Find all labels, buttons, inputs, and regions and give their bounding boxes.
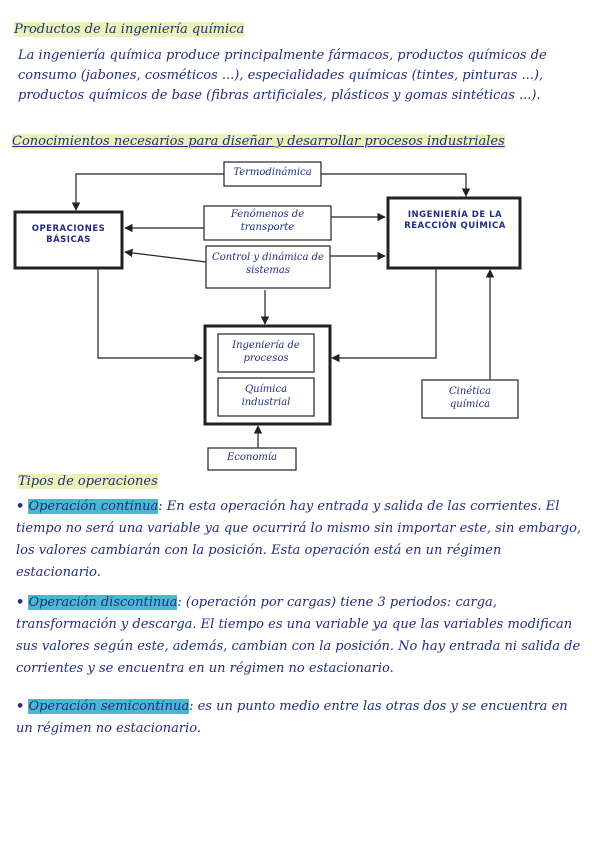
operation-item-continua: • Operación continua: En esta operación … [16, 496, 582, 584]
section-body-productos: La ingeniería química produce principalm… [18, 48, 547, 104]
bullet-icon: • [16, 595, 25, 610]
section-title-tipos: Tipos de operaciones [18, 474, 158, 489]
operation-item-semicontinua: • Operación semicontinua: es un punto me… [16, 696, 582, 740]
arrow-reaccion-to-procesos [331, 268, 437, 363]
text-continua: : En esta operación hay entrada y salida… [16, 499, 582, 581]
term-continua: Operación continua [28, 499, 159, 514]
bullet-icon: • [16, 699, 25, 714]
box-ingenieria-reaccion [386, 196, 522, 270]
arrow-operaciones-to-procesos [97, 268, 203, 363]
label-termodinamica: Termodinámica [233, 167, 312, 178]
label-control-dinamica: Control y dinámica de sistemas [212, 252, 324, 276]
label-economia: Economía [226, 452, 278, 463]
bullet-icon: • [16, 499, 25, 514]
label-quimica-industrial: Química industrial [241, 384, 291, 408]
section-title-conocimientos-text: Conocimientos necesarios para diseñar y … [12, 134, 505, 149]
text-semicontinua: : es un punto medio entre las otras dos … [16, 699, 568, 737]
label-operaciones-basicas: OPERACIONES BÁSICAS [31, 224, 106, 245]
section-title-conocimientos: Conocimientos necesarios para diseñar y … [12, 134, 505, 149]
label-fenomenos-transporte: Fenómenos de transporte [230, 209, 305, 233]
section-title-tipos-text: Tipos de operaciones [18, 474, 158, 489]
arrow-termo-to-operaciones [71, 173, 224, 211]
section-title-productos-text: Productos de la ingeniería química [14, 22, 245, 37]
text-discontinua: : (operación por cargas) tiene 3 periodo… [16, 595, 581, 677]
label-cinetica-quimica: Cinética química [449, 386, 491, 410]
label-ingenieria-reaccion: INGENIERÍA DE LA REACCIÓN QUÍMICA [404, 210, 506, 231]
term-semicontinua: Operación semicontinua [28, 699, 190, 714]
arrow-termo-to-reaccion [321, 173, 471, 197]
label-ingenieria-procesos: Ingeniería de procesos [232, 340, 300, 364]
term-discontinua: Operación discontinua [28, 595, 178, 610]
section-title-productos: Productos de la ingeniería química [14, 22, 245, 37]
operation-item-discontinua: • Operación discontinua: (operación por … [16, 592, 582, 680]
arrow-control-to-operaciones [124, 248, 207, 263]
